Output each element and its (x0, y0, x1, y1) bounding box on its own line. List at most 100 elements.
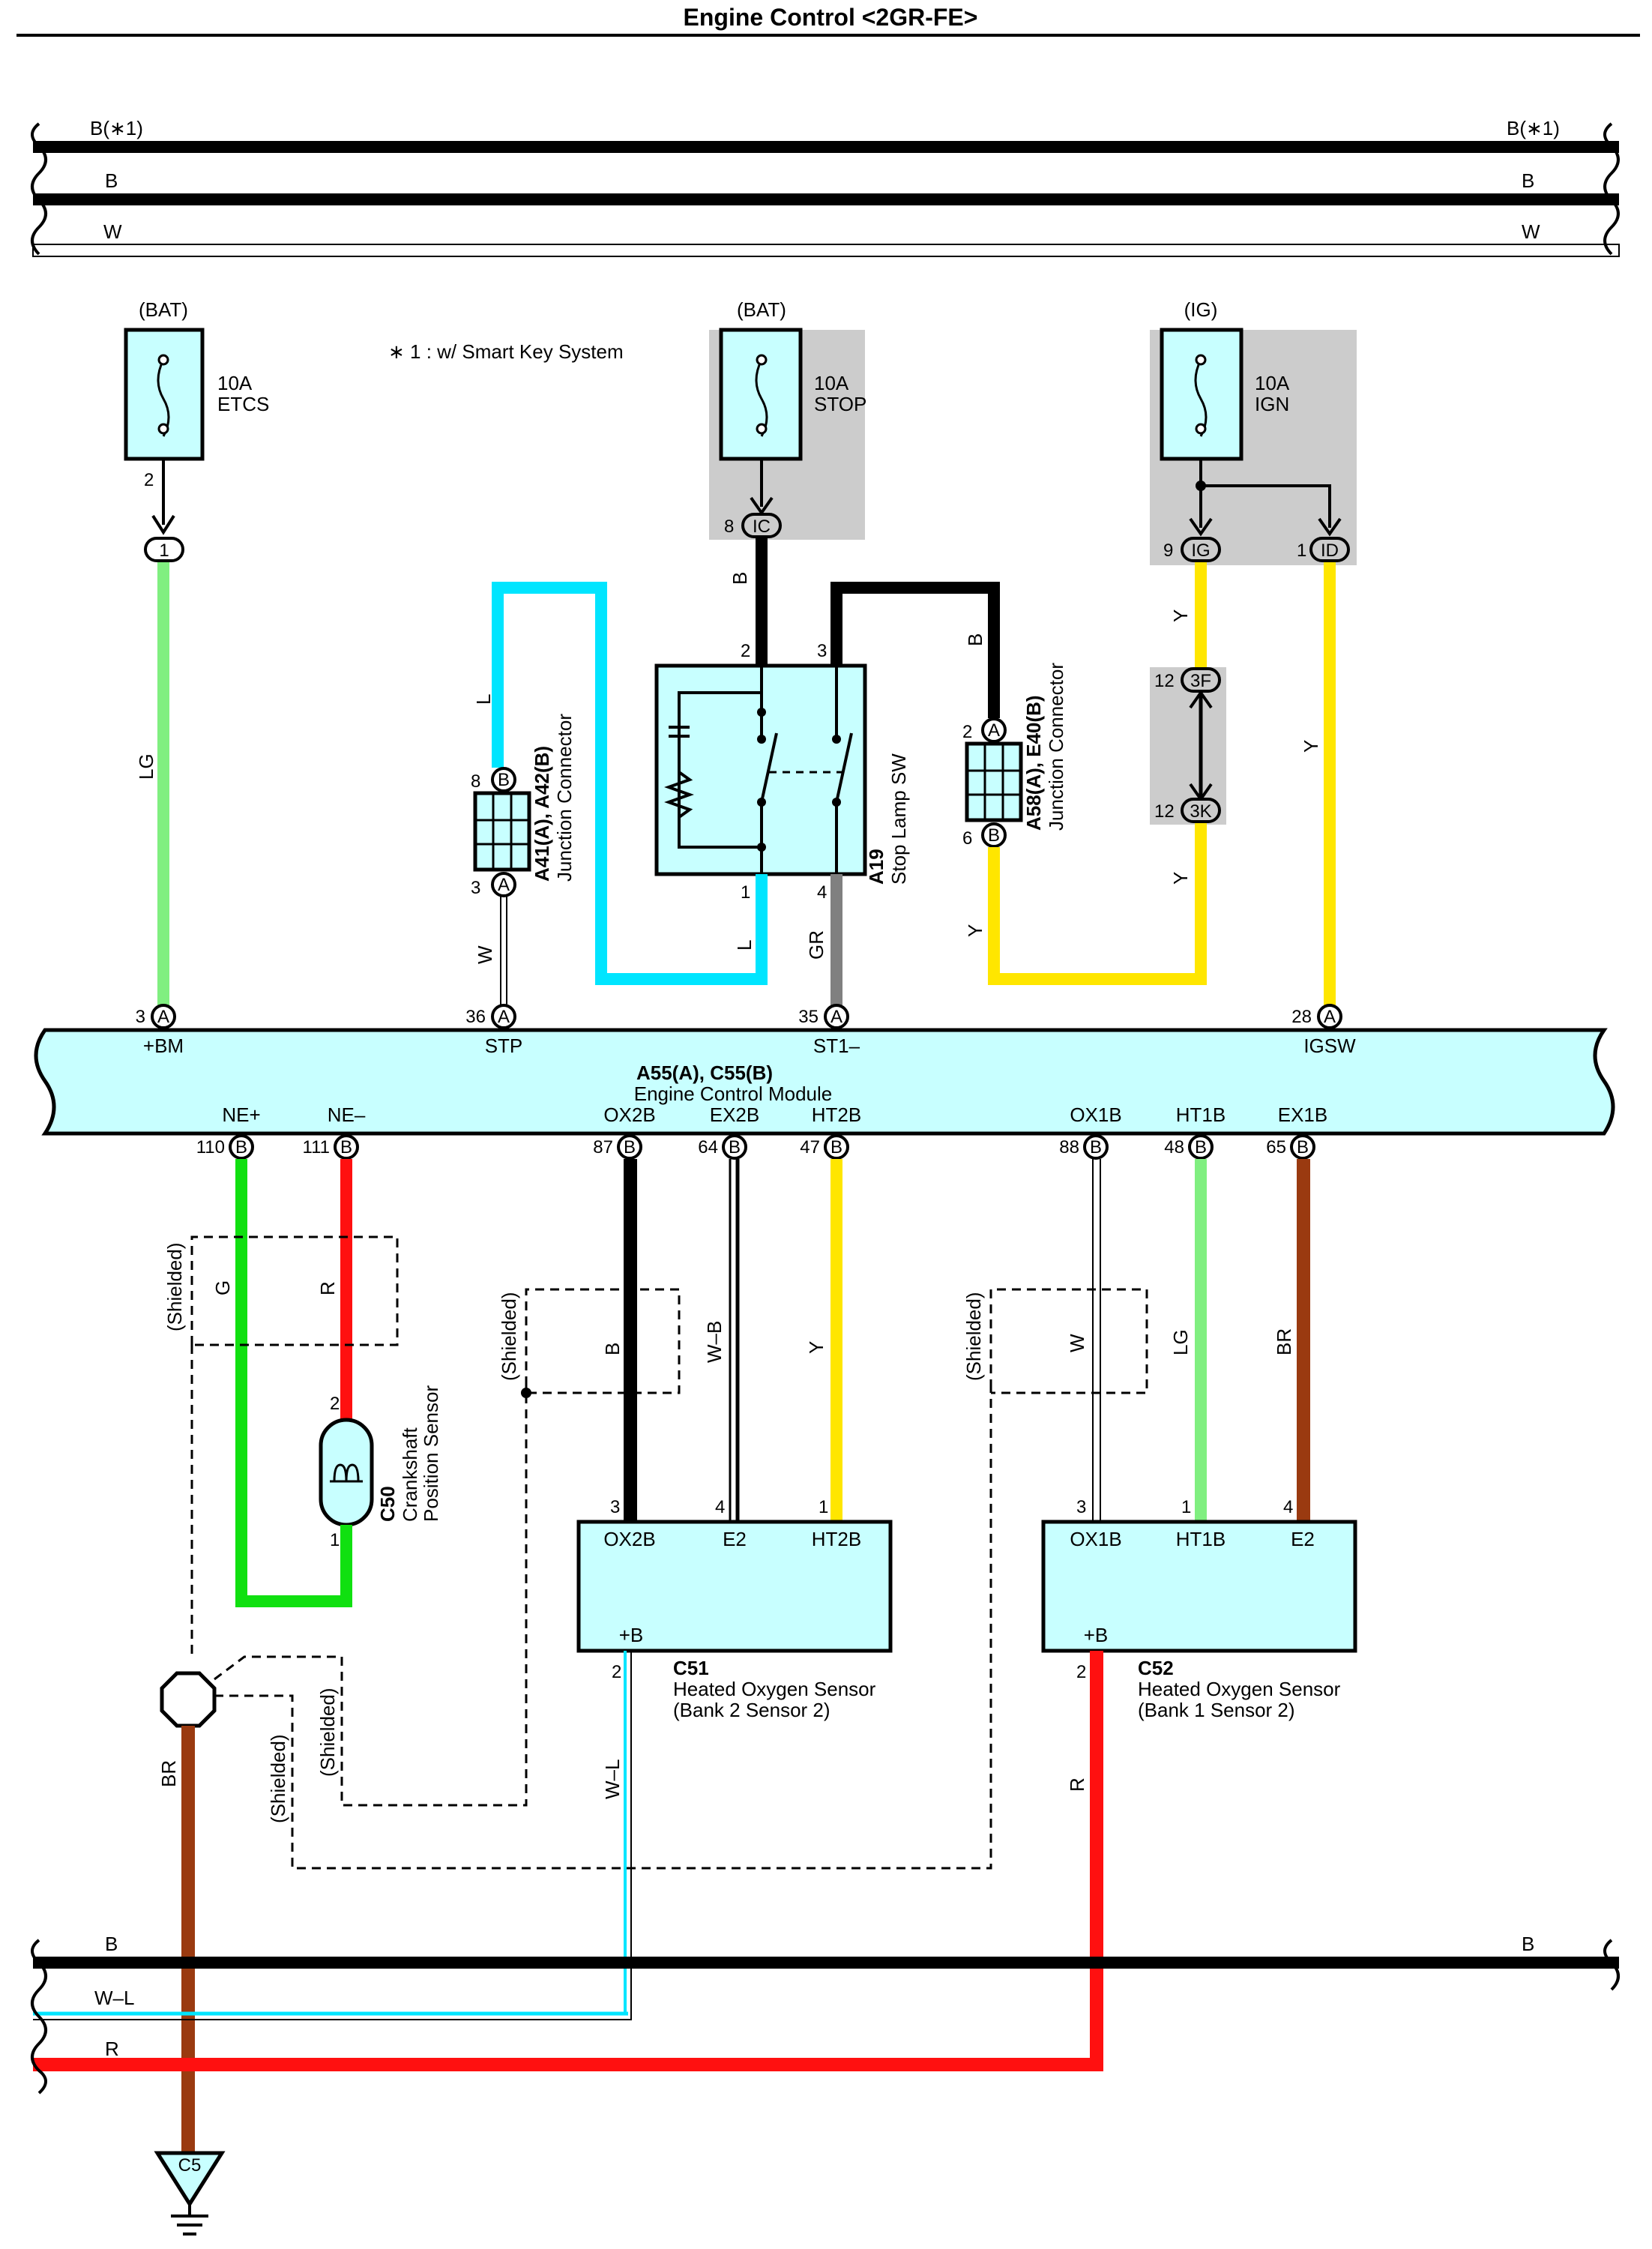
sw-contact-e (832, 735, 841, 744)
jc-a58-a-label: A (988, 720, 1000, 741)
jc-a58-pin-top: 2 (962, 722, 972, 742)
shield-ox2b-dot (521, 1388, 531, 1398)
fuse-ign-box (1160, 328, 1243, 461)
c51-body (576, 1520, 893, 1653)
connector-id (1309, 537, 1350, 562)
wire-b-ox2b (624, 1159, 637, 1522)
wire-lg2-label: LG (1169, 1329, 1192, 1355)
wire-br2 (1297, 1159, 1310, 1522)
ecm-top-pin-num: 28 (1291, 1007, 1312, 1027)
ecm-bottom-pin-num: 64 (698, 1137, 718, 1157)
fuse-ign-source: (IG) (1184, 298, 1218, 321)
c52-p4: 4 (1283, 1497, 1293, 1517)
ecm-bottom-pins: B110NE+B111NE–B87OX2BB64EX2BB47HT2BB88OX… (196, 1104, 1327, 1160)
sw-pin-4: 4 (817, 882, 827, 903)
bus-bottom-b-right: B (1522, 1933, 1534, 1955)
3f-arrow (1189, 690, 1213, 709)
top-bus: B(∗1) B(∗1) B B W W (31, 117, 1620, 257)
wire-y-jc-to-3k (988, 847, 1199, 985)
ecm-top-pin-connector (1317, 1004, 1342, 1029)
sw-blade-1 (760, 732, 778, 803)
c50-name1: Crankshaft (399, 1427, 421, 1522)
wire-y1-label: Y (1169, 609, 1192, 622)
c51-id: C51 (673, 1657, 709, 1679)
connector-ic (741, 513, 782, 538)
ecm-bottom-pin-num: 65 (1266, 1137, 1286, 1157)
fuse-ign-term-bot (1195, 423, 1207, 435)
ecm-bottom-pin-connector (334, 1134, 359, 1160)
wire-gr-label: GR (805, 930, 827, 960)
fuse-stop: (BAT) 10A STOP (709, 298, 866, 540)
fuse-stop-name: STOP (814, 393, 866, 415)
c52-p2: 2 (1076, 1662, 1086, 1682)
connector-ig-pin: 9 (1163, 541, 1173, 561)
ecm-top-pin-connector (491, 1004, 516, 1029)
c50-pin1: 1 (330, 1530, 340, 1550)
ecm-bottom-pin-conn: B (340, 1137, 352, 1157)
c50-name2: Position Sensor (420, 1385, 442, 1522)
fuse-etcs-term-top (157, 354, 169, 366)
ecm-top-pin-connector (151, 1004, 176, 1029)
sw-pin-3: 3 (817, 641, 827, 661)
ecm-top-pin-label: ST1– (813, 1035, 860, 1057)
wire-wl-label: W–L (601, 1759, 624, 1799)
wire-lg (157, 562, 169, 1012)
ecm-top-pin-label: IGSW (1303, 1035, 1356, 1057)
c51-t3: HT2B (812, 1528, 861, 1550)
jc-a58-pin-bot: 6 (962, 828, 972, 849)
shield-ground-splice (160, 1671, 217, 1728)
connector-id-pin: 1 (1297, 541, 1306, 561)
fuse-stop-term-bot (756, 423, 768, 435)
jc-a41-pin-bot: 3 (471, 878, 480, 898)
jc-a58-id: A58(A), E40(B) (1022, 695, 1045, 831)
sw-contact-d (757, 843, 766, 852)
c52-id: C52 (1138, 1657, 1174, 1679)
connector-ig (1181, 537, 1221, 562)
shield-ox2b-drain (214, 1385, 528, 1807)
wire-r2-label: R (1066, 1777, 1088, 1792)
ecm-bottom-pin-conn: B (830, 1137, 842, 1157)
connector-ic-pin: 8 (724, 517, 734, 537)
ecm-bottom-pin-connector (824, 1134, 849, 1160)
c52-body (1041, 1520, 1357, 1653)
c52-name1: Heated Oxygen Sensor (1138, 1678, 1341, 1700)
ecm: A55(A), C55(B) Engine Control Module (34, 1028, 1615, 1136)
bus-b1-label-right: B(∗1) (1507, 117, 1560, 139)
c52-sensor: OX1B HT1B E2 +B 3 1 4 2 C52 Heated Oxyge… (1041, 1497, 1357, 1721)
c51-p1: 1 (819, 1497, 828, 1517)
fuse-etcs: (BAT) 10A ETCS 2 (124, 298, 269, 490)
fuse-etcs-pin: 2 (144, 470, 154, 490)
sw-pin-1: 1 (741, 882, 750, 903)
ign-branch-wire (1201, 484, 1331, 528)
ecm-bottom-pin-num: 87 (593, 1137, 613, 1157)
fuse-etcs-term-bot (157, 423, 169, 435)
wire-y2-label: Y (1169, 872, 1192, 885)
jc-a41-id: A41(A), A42(B) (531, 746, 553, 882)
shield-ox1b (989, 1288, 1148, 1394)
wire-b-sw-to-jc (830, 582, 1000, 718)
ecm-bottom-pin-label: NE+ (222, 1104, 260, 1126)
fuse-ign-term-top (1195, 354, 1207, 366)
jc-a58-b-connector (981, 822, 1007, 848)
bottom-bus-break-right (1603, 1939, 1620, 1991)
jc-a41-pin-top: 8 (471, 771, 480, 792)
ecm-top-pin-conn: A (830, 1007, 842, 1027)
fuse-stop-rating: 10A (814, 372, 849, 394)
c52-p1: 1 (1181, 1497, 1191, 1517)
ecm-bottom-pin-connector (1290, 1134, 1315, 1160)
wire-y-ig-upper (1195, 562, 1207, 667)
jc-a41-name: Junction Connector (553, 714, 576, 882)
wire-l-label: L (472, 694, 495, 705)
shield-label-5: (Shielded) (962, 1292, 985, 1381)
ecm-bottom-pin-conn: B (729, 1137, 741, 1157)
junction-3f-3k-shade (1150, 667, 1226, 825)
bus-w-label-right: W (1522, 220, 1540, 243)
page-title: Engine Control <2GR-FE> (684, 4, 978, 31)
wire-g (235, 1159, 352, 1607)
wire-y5-label: Y (805, 1341, 827, 1354)
ecm-bottom-pin-label: HT1B (1176, 1104, 1226, 1126)
connector-1-label: 1 (159, 541, 169, 561)
bus-bottom-wl-edge (33, 2014, 632, 2020)
ecm-bottom-pin-connector (1083, 1134, 1109, 1160)
